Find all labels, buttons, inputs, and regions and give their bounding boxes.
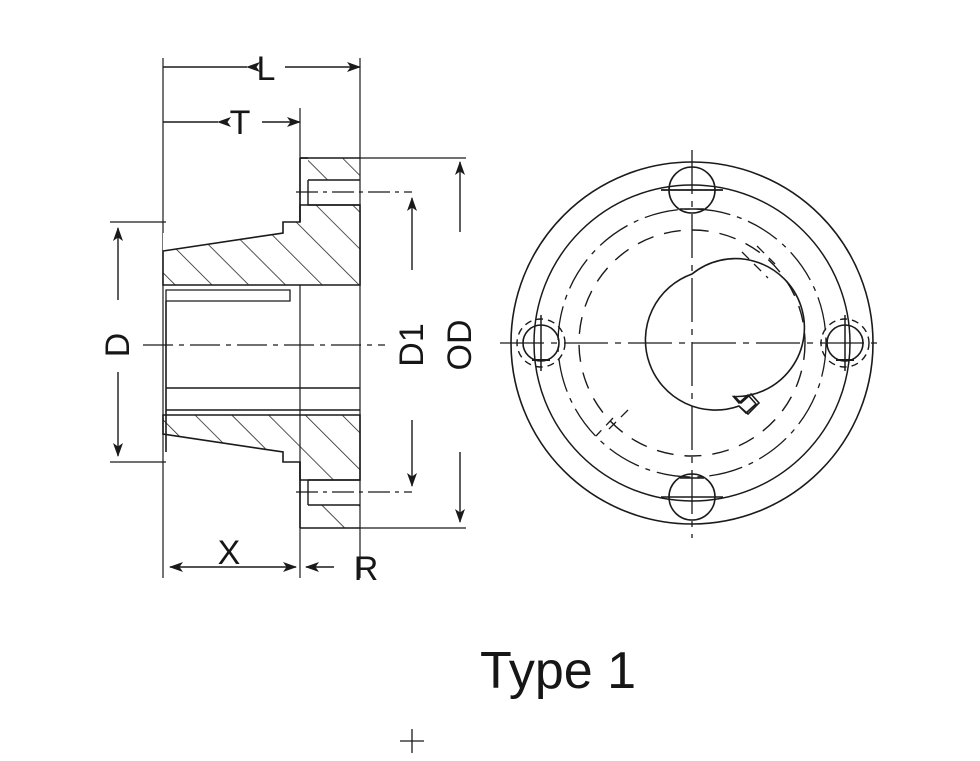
dimension-label-L: L: [257, 50, 276, 88]
dimension-L: L: [163, 50, 361, 88]
front-face-view: [500, 150, 883, 538]
dimension-D1: D1: [393, 197, 431, 487]
dimension-D: D: [99, 221, 166, 463]
dimension-OD: OD: [360, 157, 479, 529]
flange-top-hatch: [308, 158, 360, 180]
bolt-hole-left: [516, 315, 566, 371]
drawing-caption: Type 1: [480, 642, 636, 700]
flange-bottom-hatch: [308, 505, 360, 528]
upper-wall-hatch: [163, 205, 360, 285]
dimension-R: R: [305, 550, 379, 588]
dimension-X: X: [169, 534, 297, 572]
section-flange-top: [296, 157, 412, 222]
section-key-groove-upper: [165, 289, 291, 302]
bolt-hole-right: [820, 315, 870, 371]
bolt-hole-top: [661, 166, 723, 214]
front-hidden-circle: [578, 229, 806, 457]
dimension-label-R: R: [354, 550, 379, 588]
dimension-label-D1: D1: [393, 323, 431, 366]
bolt-circle-ticks: [680, 208, 704, 479]
section-flange-bottom: [296, 462, 412, 529]
registration-crosshair: [400, 729, 424, 753]
front-outer-circle-od: [510, 161, 874, 525]
dimension-label-D: D: [99, 333, 137, 358]
key-groove-upper: [165, 289, 291, 302]
side-section-view: L T: [99, 50, 479, 588]
bolt-hole-bottom: [661, 473, 723, 521]
keyway-notch: [733, 392, 761, 416]
front-hidden-keyway-lines: [595, 245, 776, 437]
front-bolt-circle-d1: [557, 208, 827, 478]
dimension-label-T: T: [230, 104, 251, 142]
front-flange-circle: [533, 184, 851, 502]
dimension-label-OD: OD: [441, 320, 479, 371]
dimension-label-X: X: [218, 534, 241, 572]
dimension-T: T: [163, 104, 301, 142]
lower-wall-hatch: [163, 415, 360, 480]
